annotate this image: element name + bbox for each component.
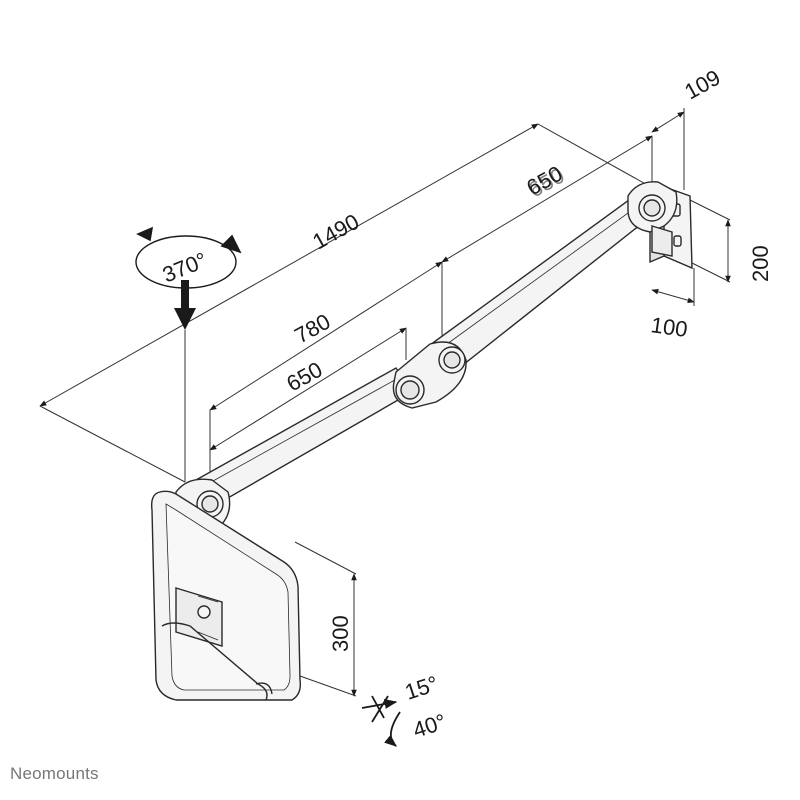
brand-logo-text: Neomounts xyxy=(10,764,99,783)
arm-assembly xyxy=(175,181,678,594)
label-200: 200 xyxy=(748,245,773,282)
label-1490: 1490 xyxy=(308,209,363,255)
ext-line-1490-left xyxy=(39,405,186,483)
vesa-bracket xyxy=(175,587,223,647)
outer-arm xyxy=(428,191,666,373)
label-780: 780 xyxy=(290,309,334,349)
label-100: 100 xyxy=(649,312,689,342)
ext-line-200-top xyxy=(689,199,731,221)
dim-line-109 xyxy=(651,111,685,133)
ext-line-300-bottom xyxy=(299,675,357,697)
label-650-lower: 650 xyxy=(282,357,326,397)
label-tilt-down: 40° xyxy=(410,709,449,743)
label-650-upper-overlay: 650 xyxy=(524,163,568,203)
rotation-symbol xyxy=(135,226,242,330)
dim-line-100 xyxy=(651,289,695,303)
dim-line-650-upper xyxy=(441,135,653,263)
label-tilt-up: 15° xyxy=(402,671,441,705)
tilt-symbol xyxy=(361,695,401,747)
ext-line-300-top xyxy=(294,541,357,575)
dimension-lines xyxy=(39,108,731,697)
label-300: 300 xyxy=(328,615,353,652)
label-109: 109 xyxy=(680,65,724,105)
dim-line-650-lower xyxy=(209,327,407,451)
ext-line-200-bottom xyxy=(689,261,731,283)
monitor-plate xyxy=(150,490,302,701)
